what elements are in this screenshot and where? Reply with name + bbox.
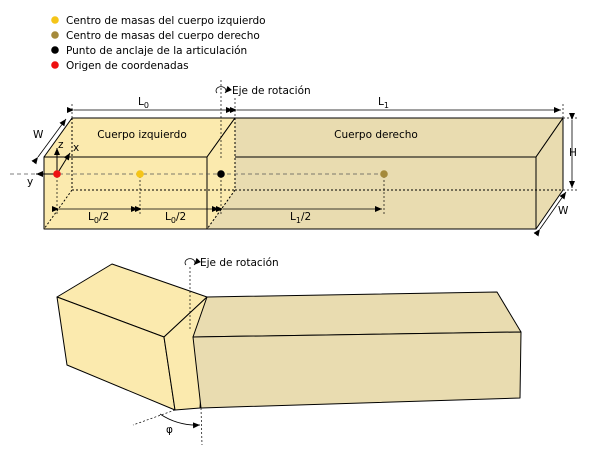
anchor-point [217, 170, 225, 178]
rotated-right-body-top-face [192, 291, 522, 338]
axis-x-arrow [56, 152, 71, 175]
right-body-label: Cuerpo derecho [334, 129, 418, 141]
dimension-lines [31, 107, 575, 237]
rotation-axis-top: Eje de rotación [215, 80, 311, 160]
legend-label: Centro de masas del cuerpo izquierdo [66, 15, 266, 27]
legend: Centro de masas del cuerpo izquierdo Cen… [51, 15, 266, 72]
right-com-point [380, 170, 388, 178]
legend-item-left-com: Centro de masas del cuerpo izquierdo [51, 15, 266, 27]
rotation-arrow-icon [184, 257, 201, 266]
axis-y-label: y [27, 176, 33, 188]
rotated-left-body [56, 263, 208, 411]
rotated-right-body-front-face [192, 331, 522, 409]
dim-label-W-left: W [33, 129, 44, 141]
legend-marker-origin [51, 61, 59, 69]
left-com-point [136, 170, 144, 178]
dim-line-W-left [31, 118, 67, 165]
dim-line-W-right [533, 191, 567, 237]
legend-marker-anchor-point [51, 46, 59, 54]
legend-marker-right-com [51, 31, 59, 39]
dim-label-L1-half: L1/2 [290, 211, 311, 225]
dim-label-L0-half-b: L0/2 [165, 211, 186, 225]
right-body-front-face [206, 156, 537, 230]
rotation-axis-bottom: Eje de rotación [184, 257, 279, 330]
dim-label-L1: L1 [378, 96, 389, 110]
angle-arc [159, 413, 201, 429]
rotated-left-body-end-face [163, 296, 208, 411]
angle-construction [132, 407, 203, 446]
legend-label: Punto de anclaje de la articulación [66, 45, 247, 57]
rotated-assembly: Eje de rotación φ [56, 257, 522, 446]
left-body-label: Cuerpo izquierdo [97, 129, 187, 141]
legend-item-right-com: Centro de masas del cuerpo derecho [51, 30, 260, 42]
rotation-axis-label: Eje de rotación [232, 85, 311, 97]
legend-marker-left-com [51, 16, 59, 24]
dim-label-L0: L0 [138, 96, 149, 110]
dim-label-W-right: W [558, 205, 569, 217]
legend-item-origin: Origen de coordenadas [51, 60, 189, 72]
legend-label: Centro de masas del cuerpo derecho [66, 30, 260, 42]
legend-label: Origen de coordenadas [66, 60, 189, 72]
origin-point [53, 170, 61, 178]
top-view-assembly: Eje de rotación z x y Cuerpo izquierdo C… [10, 80, 578, 237]
angle-label: φ [166, 424, 173, 436]
rotation-axis-label: Eje de rotación [200, 257, 279, 269]
dim-label-L0-half-a: L0/2 [88, 211, 109, 225]
axis-z-label: z [58, 139, 64, 151]
axis-x-label: x [73, 142, 79, 154]
rotated-right-body [192, 291, 522, 409]
rotation-arrow-icon [215, 85, 232, 94]
legend-item-anchor-point: Punto de anclaje de la articulación [51, 45, 247, 57]
dim-label-H: H [569, 147, 577, 159]
